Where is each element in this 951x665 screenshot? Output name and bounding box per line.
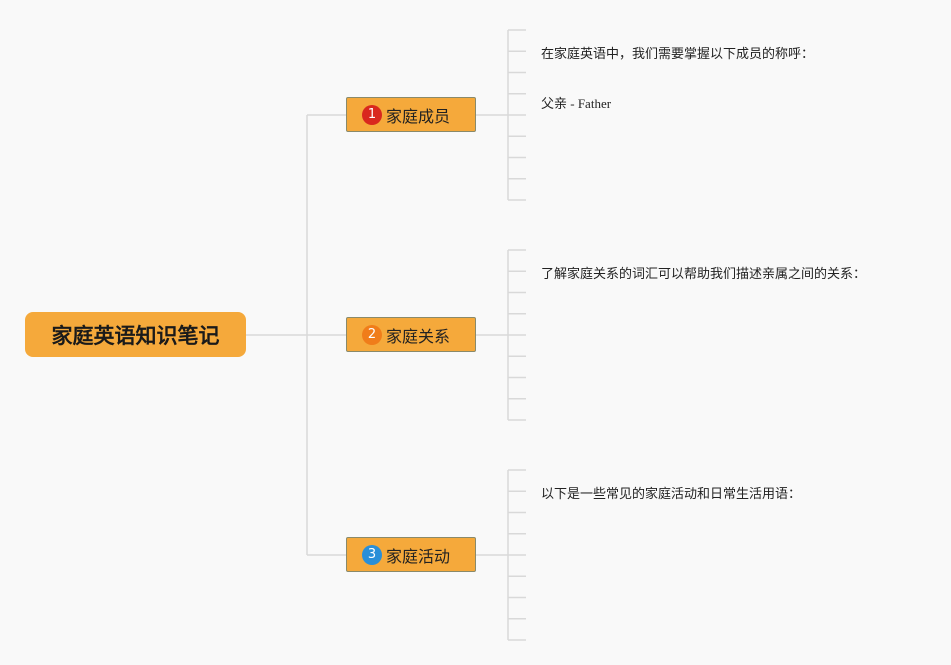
branch-label: 家庭活动 (386, 546, 451, 566)
note-family-members-intro[interactable]: 在家庭英语中，我们需要掌握以下成员的称呼： (541, 47, 815, 62)
number-3-badge-icon: 3 (362, 544, 382, 565)
branch-label: 家庭关系 (386, 326, 451, 346)
note-family-activities-intro[interactable]: 以下是一些常见的家庭活动和日常生活用语： (541, 487, 802, 502)
note-father[interactable]: 父亲 - Father (541, 96, 612, 111)
branch-label: 家庭成员 (386, 106, 451, 126)
branch-topic-family-activities[interactable]: 3 家庭活动 (346, 537, 476, 572)
root-topic[interactable]: 家庭英语知识笔记 (25, 312, 246, 357)
note-family-relations-intro[interactable]: 了解家庭关系的词汇可以帮助我们描述亲属之间的关系： (541, 267, 867, 282)
branch-topic-family-relations[interactable]: 2 家庭关系 (346, 317, 476, 352)
number-1-badge-icon: 1 (362, 104, 382, 125)
number-2-badge-icon: 2 (362, 324, 382, 345)
branch-topic-family-members[interactable]: 1 家庭成员 (346, 97, 476, 132)
